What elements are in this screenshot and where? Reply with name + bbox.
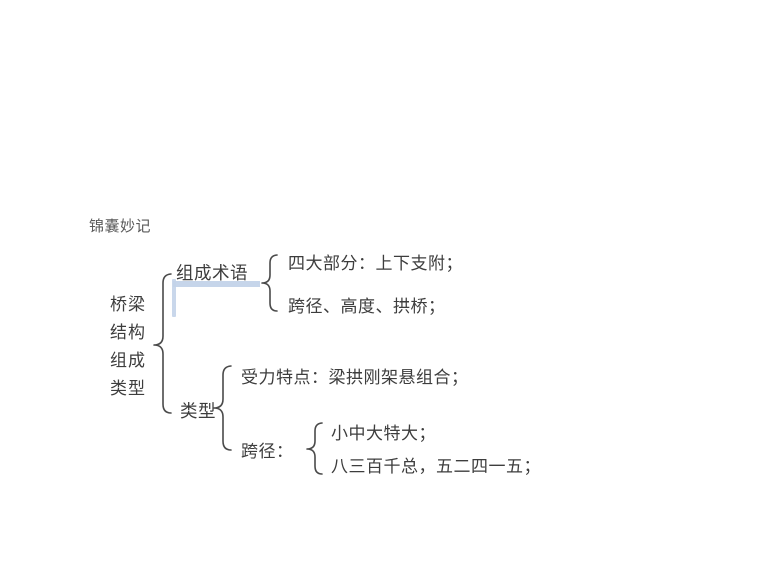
root-label-line-1: 桥梁 [110, 295, 146, 315]
subbranch-label-span-length: 跨径： [241, 442, 294, 462]
brace-composition-terms [261, 254, 278, 312]
branch-accent-strip [172, 279, 176, 317]
leaf-numeric-mnemonic: 八三百千总，五二四一五； [331, 457, 541, 477]
branch-label-composition-terms: 组成术语 [176, 264, 248, 284]
branch-highlight-bar [173, 281, 260, 287]
leaf-force-characteristics: 受力特点：梁拱刚架悬组合； [241, 368, 469, 388]
page-title: 锦囊妙记 [89, 217, 152, 235]
brace-span-lengths [306, 422, 323, 475]
leaf-four-major-parts: 四大部分：上下支附； [288, 254, 463, 274]
leaf-size-categories: 小中大特大； [331, 424, 436, 444]
leaf-span-height-arch: 跨径、高度、拱桥； [288, 297, 446, 317]
root-label-line-4: 类型 [110, 379, 146, 399]
root-brace [153, 273, 172, 414]
brace-types [213, 365, 232, 451]
root-label-line-3: 组成 [110, 351, 146, 371]
root-label-line-2: 结构 [110, 323, 146, 343]
branch-label-types: 类型 [180, 402, 216, 422]
root-label: 桥梁 结构 组成 类型 [110, 291, 146, 403]
